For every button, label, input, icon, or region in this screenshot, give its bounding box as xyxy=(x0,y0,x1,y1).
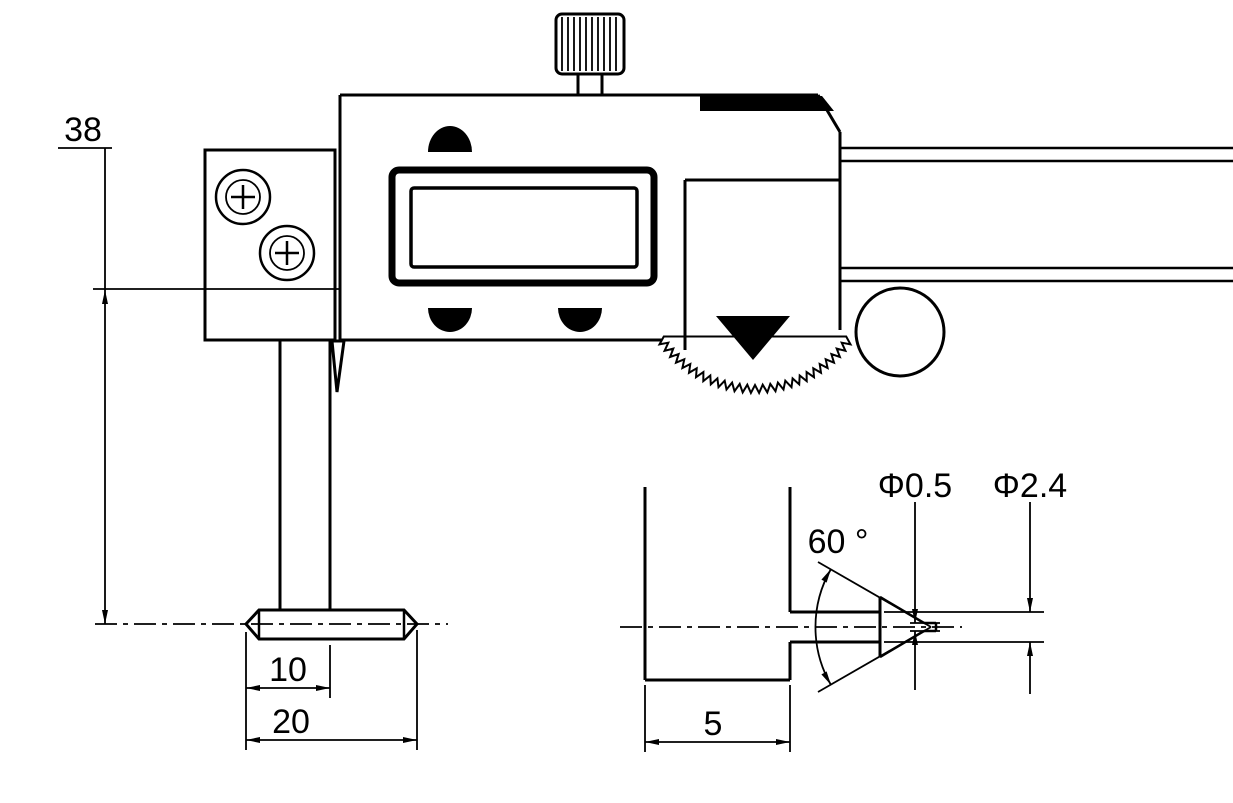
dim-10: 10 xyxy=(245,632,331,750)
dim-angle-60: 60 ° xyxy=(808,523,932,693)
dim-60-label: 60 ° xyxy=(808,523,869,561)
depth-blade xyxy=(330,339,346,393)
beam-rail xyxy=(838,146,1233,283)
dim-dia-2-4: Φ2.4 xyxy=(884,467,1067,694)
dim-5-label: 5 xyxy=(704,705,723,743)
body-panel xyxy=(683,178,840,360)
serrated-edge xyxy=(657,335,853,396)
dim-38-label: 38 xyxy=(64,111,102,149)
black-triangle-marker xyxy=(716,316,790,360)
thumb-roller xyxy=(854,286,946,378)
button-top xyxy=(428,126,472,152)
label-bar xyxy=(700,96,834,111)
dia-pin-label: Φ2.4 xyxy=(993,467,1067,505)
dim-dia-0-5: Φ0.5 xyxy=(878,467,952,690)
clamp-plate xyxy=(203,148,337,342)
thumb-screw xyxy=(554,12,626,95)
dim-10-label: 10 xyxy=(269,651,307,689)
phillips-screw-bottom xyxy=(258,224,316,282)
button-bottom-left xyxy=(428,308,472,332)
dim-5: 5 xyxy=(644,685,791,752)
detail-block xyxy=(643,487,938,682)
phillips-screw-top xyxy=(214,168,272,226)
dim-20-label: 20 xyxy=(272,703,310,741)
knurl-lines xyxy=(561,17,617,71)
dim-38: 38 xyxy=(58,111,339,624)
jaw-rod xyxy=(278,339,346,610)
dia-tip-label: Φ0.5 xyxy=(878,467,952,505)
buttons xyxy=(428,126,602,332)
lcd-display xyxy=(388,166,658,287)
dim-20: 20 xyxy=(246,630,418,750)
button-bottom-right xyxy=(558,308,602,332)
